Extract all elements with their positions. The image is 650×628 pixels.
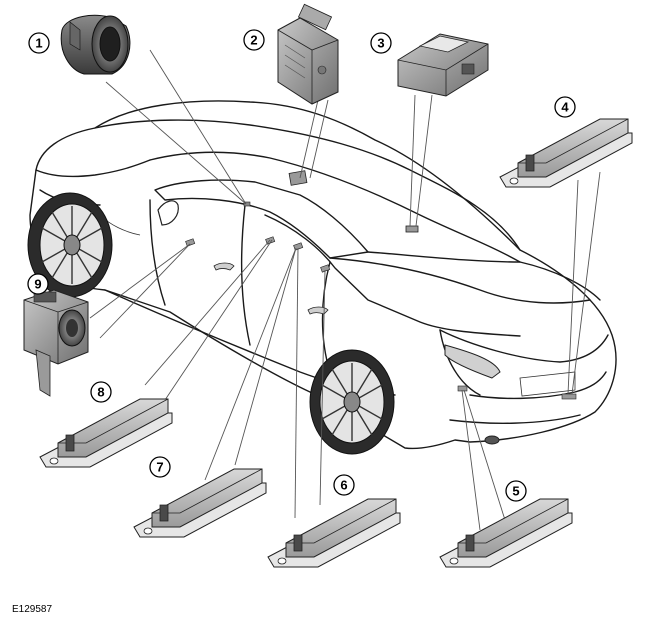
svg-text:3: 3 (377, 36, 384, 51)
leader-lines (89, 49, 601, 531)
antenna-location-marker (185, 238, 196, 247)
control-module-location-marker (288, 170, 308, 186)
antenna-4-component (499, 118, 633, 188)
front-wheel (27, 192, 113, 298)
callout-3: 3 (370, 32, 392, 54)
callout-7: 7 (149, 456, 171, 478)
receiver-location-marker (405, 225, 419, 233)
callout-8: 8 (90, 381, 112, 403)
sensor-location-marker (243, 201, 251, 207)
svg-text:7: 7 (156, 460, 163, 475)
svg-text:1: 1 (35, 36, 42, 51)
callout-1: 1 (28, 32, 50, 54)
callout-4: 4 (554, 96, 576, 118)
figure-code: E129587 (12, 604, 53, 615)
svg-text:2: 2 (250, 33, 257, 48)
callout-9: 9 (27, 273, 49, 295)
antenna-location-marker (320, 264, 331, 273)
rear-wheel (309, 349, 395, 455)
svg-text:8: 8 (97, 385, 104, 400)
antenna-location-marker (561, 393, 577, 400)
svg-text:9: 9 (34, 277, 41, 292)
parking-aid-sensor-component (60, 14, 131, 75)
antenna-8-component (39, 398, 173, 468)
receiver-module-component (397, 33, 489, 97)
callout-2: 2 (243, 29, 265, 51)
sounder-component (23, 289, 89, 397)
antenna-7-component (133, 468, 267, 538)
vehicle-outline (27, 100, 617, 455)
callout-5: 5 (505, 480, 527, 502)
antenna-5-component (439, 498, 573, 568)
control-module-component (277, 3, 339, 105)
svg-text:5: 5 (512, 484, 519, 499)
svg-text:6: 6 (340, 478, 347, 493)
antenna-6-component (267, 498, 401, 568)
antenna-location-marker (457, 385, 468, 392)
svg-text:4: 4 (561, 100, 569, 115)
callout-6: 6 (333, 474, 355, 496)
